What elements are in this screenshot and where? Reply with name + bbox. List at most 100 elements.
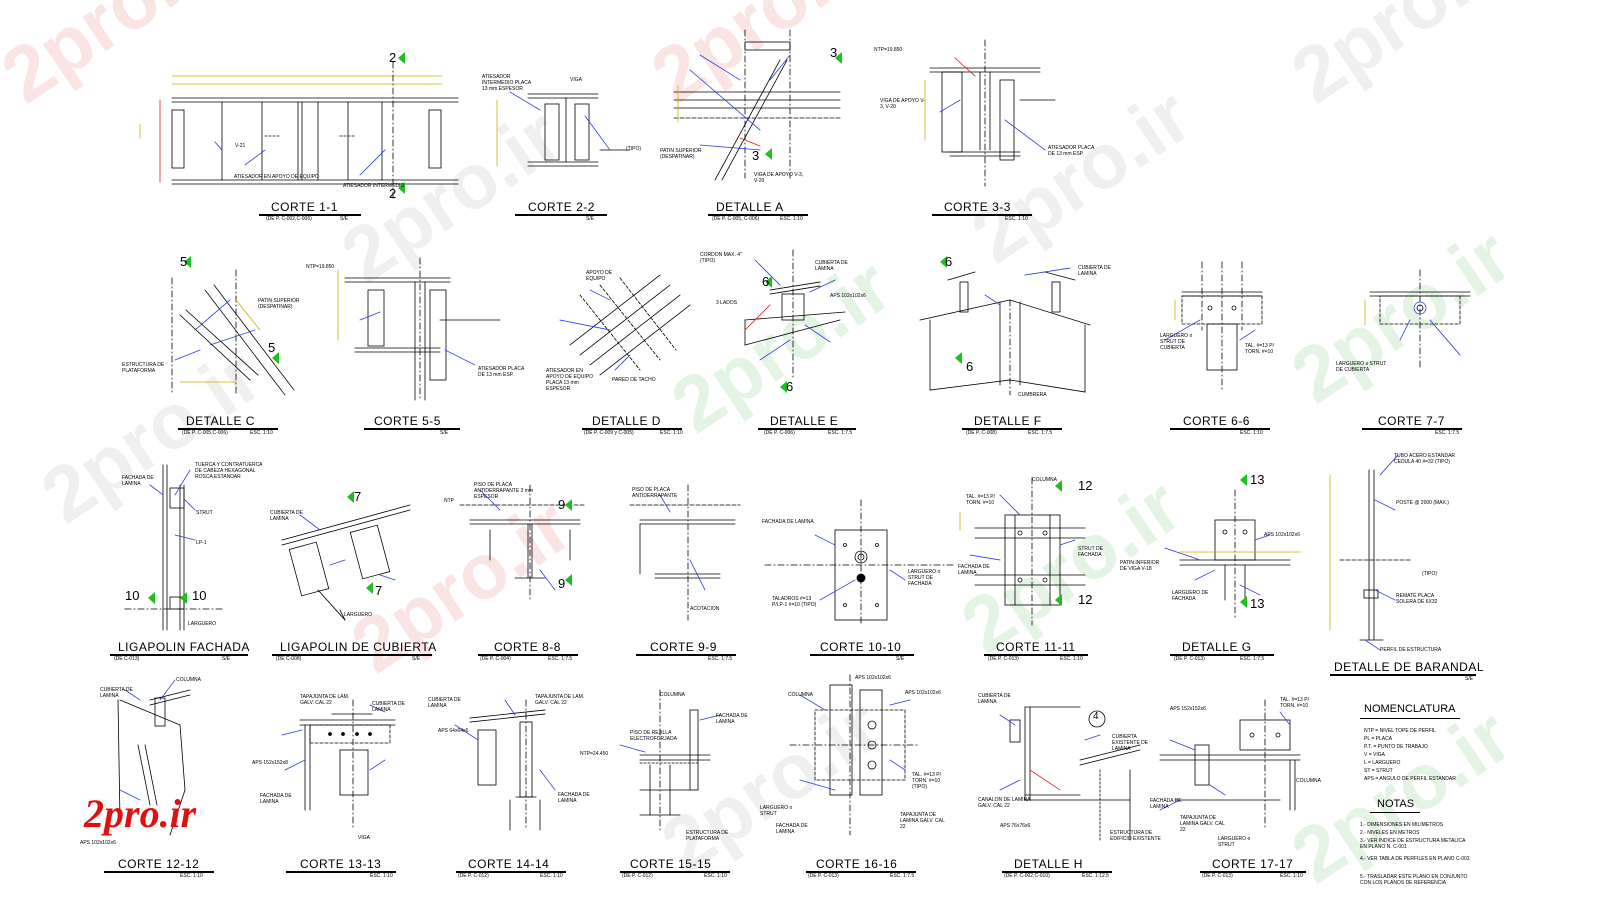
callout-label: TAPAJUNTA DE LAM. GALV. CAL 22 [535, 694, 585, 706]
title-scale: ESC. 1:12.5 [1082, 873, 1109, 879]
callout-label: LP-1 [196, 540, 207, 546]
callout-label: LARGUERO o STRUT DE CUBIERTA [1336, 361, 1387, 373]
corte-11-11-drawing [959, 477, 1086, 626]
detalle-d-drawing [559, 274, 691, 376]
section-mark: 2 [389, 50, 397, 65]
title-scale: ESC. 1:10 [704, 873, 727, 879]
title-underline [932, 214, 1032, 216]
callout-label: LARGUERO o STRUT DE CUBIERTA [1160, 333, 1193, 351]
nomenclatura-item: APS = ANGULO DE PERFIL ESTANDAR [1364, 776, 1456, 782]
drawing-title: DETALLE H [1014, 857, 1083, 871]
nomenclatura-item: L = LARGUERO [1364, 760, 1401, 766]
drawing-title: CORTE 3-3 [944, 200, 1011, 214]
callout-label: COLUMNA [176, 677, 202, 683]
title-scale: ESC. 1:10 [1240, 430, 1263, 436]
callout-label: ACOTACION [690, 606, 720, 612]
callout-label: PERFIL DE ESTRUCTURA [1380, 647, 1442, 653]
title-underline [758, 428, 856, 430]
callout-label: FACHADA DE LAMINA [260, 793, 292, 805]
section-flags [148, 52, 1247, 608]
nomenclatura-item: NTP = NIVEL TOPE DE PERFIL [1364, 728, 1436, 734]
title-scale: ESC. 1:7.5 [1240, 656, 1265, 662]
callout-label: PATIN SUPERIOR (DESPATINAR) [258, 298, 300, 310]
title-reference: (DE P. C-009 y C-005) [584, 430, 634, 436]
callout-label: NTP=24.450 [580, 751, 609, 757]
callout-label: PISO DE REJILLA ELECTROFORJADA [630, 730, 677, 742]
callout-label: TUERCA Y CONTRATUERCA DE CABEZA HEXAGONA… [195, 462, 263, 480]
title-underline [456, 871, 566, 873]
title-reference: (DE P. C-002,C-010) [1004, 873, 1050, 879]
drawing-title: CORTE 9-9 [650, 640, 717, 654]
title-underline [1170, 428, 1270, 430]
title-underline [1002, 871, 1112, 873]
drawing-title: CORTE 11-11 [996, 640, 1076, 654]
callout-label: FACHADA DE LAMINA [776, 823, 808, 835]
callout-label: PATIN SUPERIOR (DESPATINAR) [660, 148, 702, 160]
title-reference: (DE P. C-013) [1174, 656, 1205, 662]
callout-label: APS 152x152x6 [1170, 706, 1206, 712]
section-mark: 6 [762, 274, 770, 289]
callout-label: APS 102x102x6 [80, 840, 116, 846]
callout-label: CUBIERTA EXISTENTE DE LAMINA [1112, 734, 1149, 752]
title-scale: S/E [1465, 676, 1474, 682]
section-mark: 3 [752, 148, 760, 163]
corte-7-7-drawing [1364, 269, 1471, 371]
callout-label: VIGA [570, 77, 582, 83]
callout-label: TAL. #=13 P/ TORN. #=10 [1280, 697, 1309, 709]
callout-label: STRUT DE FACHADA [1078, 546, 1103, 558]
notas-item: 3.- VER INDICE DE ESTRUCTURA METALICA EN… [1360, 838, 1466, 850]
corte-10-10-drawing [764, 499, 956, 626]
drawing-title: LIGAPOLIN FACHADA [118, 640, 250, 654]
callout-label: VIGA [358, 835, 370, 841]
callout-label: CUBIERTA DE LAMINA [270, 510, 303, 522]
title-scale: S/E [586, 216, 595, 222]
title-scale: S/E [412, 656, 421, 662]
drawing-title: CORTE 16-16 [816, 857, 898, 871]
title-scale: ESC. 1:7.5 [548, 656, 573, 662]
callout-label: LARGUERO o STRUT [1218, 836, 1251, 848]
callout-label: CUBIERTA DE LAMINA [372, 701, 405, 713]
title-underline [962, 428, 1062, 430]
section-mark: 3 [830, 45, 838, 60]
callout-label: FACHADA DE LAMINA [762, 519, 814, 525]
title-scale: ESC. 1:10 [1280, 873, 1303, 879]
drawing-title: CORTE 2-2 [528, 200, 595, 214]
drawing-title: CORTE 13-13 [300, 857, 382, 871]
drawing-title: DETALLE C [186, 414, 255, 428]
drawing-title: DETALLE A [716, 200, 784, 214]
notas-title: NOTAS [1377, 798, 1415, 810]
section-mark: 10 [125, 588, 140, 603]
callout-label: TAL. #=13 P/ TORN. #=10 [1245, 343, 1274, 355]
callout-label: VIGA DE APOYO V-3, V-20 [754, 172, 804, 184]
title-scale: ESC. 1:10 [540, 873, 563, 879]
callout-label: ESTRUCTURA DE EDIFICIO EXISTENTE [1110, 830, 1161, 842]
title-underline [1362, 428, 1462, 430]
title-scale: S/E [222, 656, 231, 662]
callout-label: FACHADA DE LAMINA [1150, 798, 1182, 810]
detalle-c-drawing [171, 269, 295, 396]
callout-label: APS 102x102x6 [830, 293, 866, 299]
callout-label: ATIESADOR INTERMEDIO PLACA 13 mm ESPESOR [482, 74, 531, 92]
callout-label: LARGUERO o STRUT DE FACHADA [908, 569, 941, 587]
callout-label: PARED DE TACHO [612, 377, 656, 383]
site-logo: 2pro.ir [84, 791, 197, 836]
title-reference: (DE P. C-013) [808, 873, 839, 879]
detalle-h-drawing [999, 706, 1141, 841]
title-underline [1360, 718, 1460, 719]
callout-label: LARGUERO [188, 621, 217, 627]
detalle-g-drawing [1164, 489, 1301, 621]
callout-label: APS 152x152x8 [252, 760, 288, 766]
corte-15-15-drawing [619, 689, 721, 831]
callout-label: APS 64x64x6 [438, 728, 469, 734]
callout-label: LARGUERO o STRUT [760, 805, 793, 817]
drawing-title: DETALLE E [770, 414, 839, 428]
title-underline [178, 428, 278, 430]
drawing-title: DETALLE D [592, 414, 661, 428]
drawing-title: CORTE 7-7 [1378, 414, 1445, 428]
callout-label: LARGUERO [344, 612, 373, 618]
title-scale: ESC. 1:7.5 [1435, 430, 1460, 436]
notas-item: 1.- DIMENSIONES EN MILIMETROS [1360, 822, 1444, 828]
title-reference: (DE P. C-008) [966, 430, 997, 436]
corte-2-2-drawing [496, 91, 631, 167]
title-scale: ESC. 1:10 [780, 216, 803, 222]
